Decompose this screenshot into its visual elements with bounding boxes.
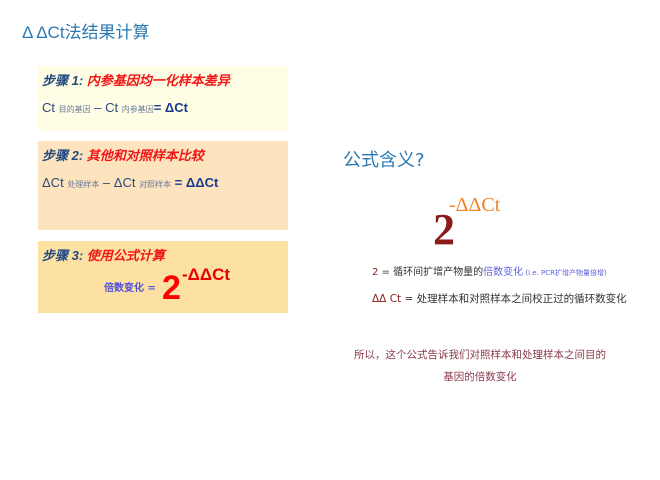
step-number: 步骤 1: bbox=[42, 73, 84, 88]
step-number: 步骤 3: bbox=[42, 248, 84, 263]
formula-exponent: -ΔΔCt bbox=[182, 265, 231, 284]
step-equation: ΔCt 处理样本 – ΔCt 对照样本 = ΔΔCt bbox=[42, 175, 219, 190]
formula-base: 2 bbox=[433, 205, 455, 254]
step-1-box: 步骤 1: 内参基因均一化样本差异 Ct 目的基因 – Ct 内参基因= ΔCt bbox=[38, 66, 288, 131]
definition-2: 2 = 循环间扩增产物量的倍数变化 (i.e. PCR扩增产物量倍增) bbox=[372, 267, 607, 278]
formula-exponent: -ΔΔCt bbox=[449, 194, 501, 216]
step-text: 内参基因均一化样本差异 bbox=[86, 73, 230, 88]
step-text: 使用公式计算 bbox=[86, 248, 165, 263]
slide-title: Δ ΔCt法结果计算 bbox=[22, 23, 150, 42]
step-text: 其他和对照样本比较 bbox=[86, 148, 204, 163]
step-2-box: 步骤 2: 其他和对照样本比较 ΔCt 处理样本 – ΔCt 对照样本 = ΔΔ… bbox=[38, 141, 288, 230]
step-equation: Ct 目的基因 – Ct 内参基因= ΔCt bbox=[42, 100, 188, 115]
conclusion-line-2: 基因的倍数变化 bbox=[443, 371, 517, 383]
definition-ddct: ΔΔ Ct = 处理样本和对照样本之间校正过的循环数变化 bbox=[372, 293, 627, 305]
conclusion-line-1: 所以，这个公式告诉我们对照样本和处理样本之间目的 bbox=[354, 349, 606, 361]
formula-base: 2 bbox=[162, 269, 181, 307]
step-number: 步骤 2: bbox=[42, 148, 84, 163]
fold-change-label: 倍数变化 = bbox=[104, 283, 156, 294]
step-3-box: 步骤 3: 使用公式计算 倍数变化 = 2 -ΔΔCt bbox=[38, 241, 288, 313]
formula-meaning-heading: 公式含义? bbox=[343, 150, 425, 171]
